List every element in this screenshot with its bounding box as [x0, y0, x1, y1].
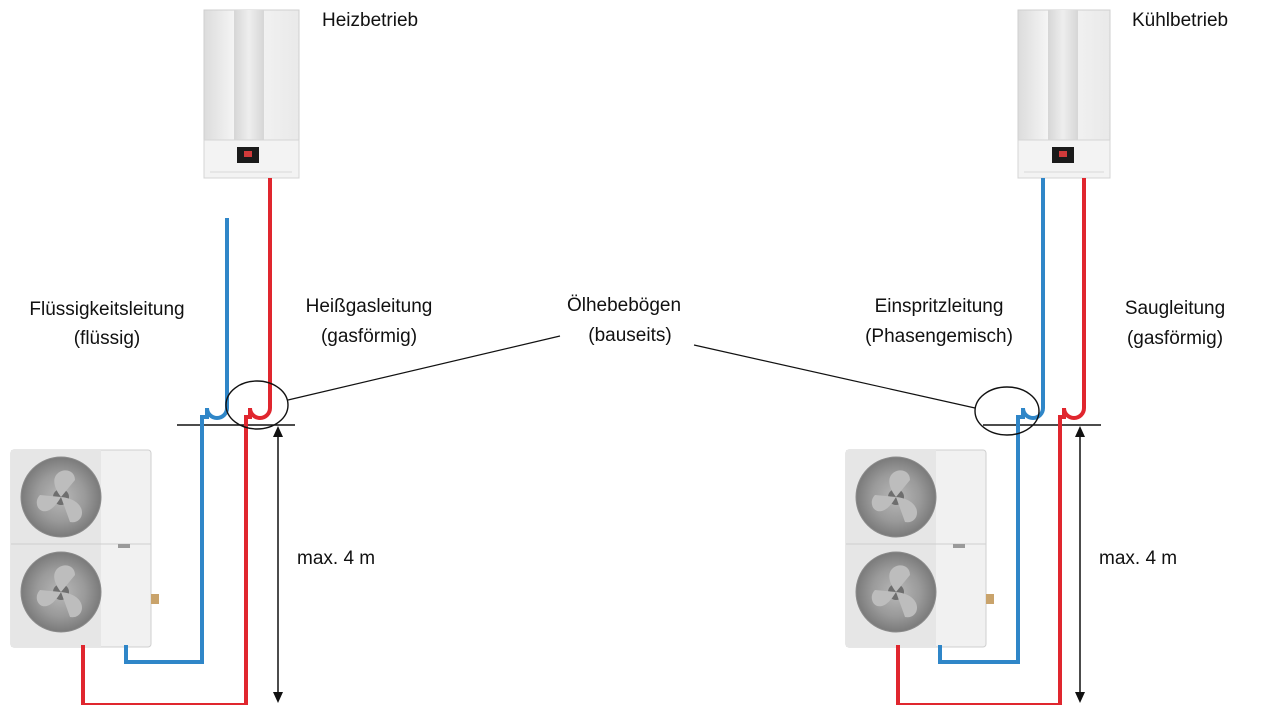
left-oil-trap-marker [225, 380, 289, 430]
oil-trap-callout-lines [287, 335, 976, 409]
left-height-arrow [273, 426, 283, 703]
left-liquid-line-state: (flüssig) [74, 328, 141, 349]
right-height-label: max. 4 m [1099, 548, 1177, 569]
left-liquid-line-label: Flüssigkeitsleitung [29, 299, 184, 320]
right-injection-line-state: (Phasengemisch) [865, 326, 1013, 347]
left-gas-pipe [81, 178, 272, 705]
right-mode-label: Kühlbetrieb [1132, 10, 1228, 31]
left-height-label: max. 4 m [297, 548, 375, 569]
left-indoor-unit [203, 9, 300, 179]
right-suction-line-state: (gasförmig) [1127, 328, 1223, 349]
left-gas-line-label: Heißgasleitung [306, 296, 433, 317]
right-suction-line-label: Saugleitung [1125, 298, 1225, 319]
left-outdoor-unit [10, 449, 159, 648]
left-gas-line-state: (gasförmig) [321, 326, 417, 347]
left-mode-label: Heizbetrieb [322, 10, 418, 31]
right-injection-line-label: Einspritzleitung [875, 296, 1004, 317]
oil-trap-subtitle: (bauseits) [588, 325, 671, 346]
right-indoor-unit [1017, 9, 1111, 179]
right-gas-pipe [896, 178, 1086, 705]
right-height-arrow [1075, 426, 1085, 703]
oil-trap-title: Ölhebebögen [567, 295, 681, 316]
right-liquid-pipe [938, 178, 1045, 664]
right-oil-trap-marker [974, 386, 1040, 436]
right-outdoor-unit [845, 449, 994, 648]
